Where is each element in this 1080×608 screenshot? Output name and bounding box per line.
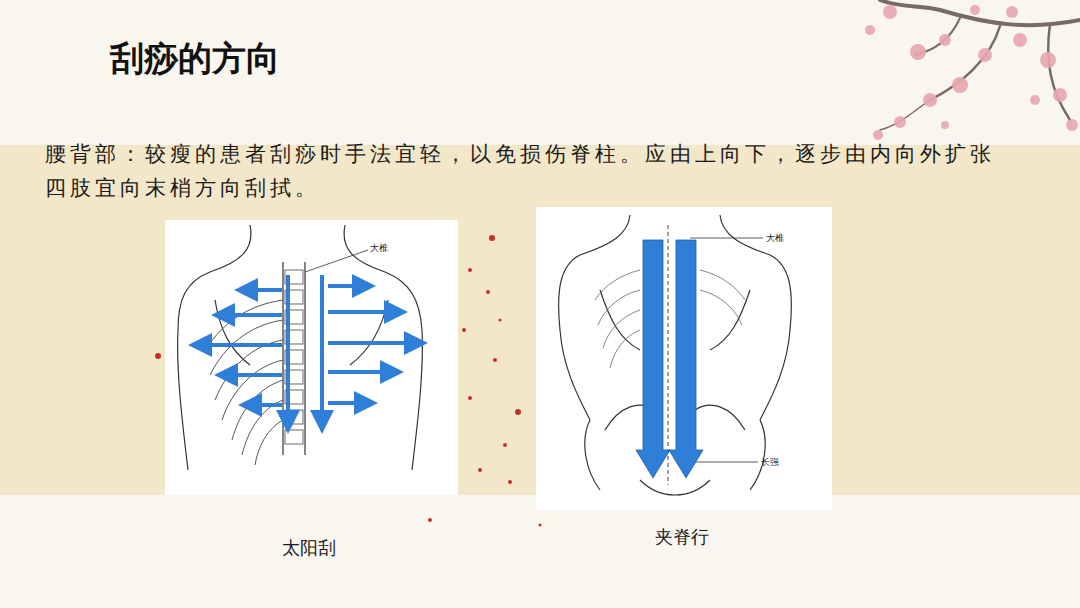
plum-blossom xyxy=(880,0,1080,130)
back-figure-right xyxy=(536,207,832,510)
point-label: 大椎 xyxy=(766,232,784,245)
body-text: 四肢宜向末梢方向刮拭。 xyxy=(45,174,320,202)
slide-title: 刮痧的方向 xyxy=(110,36,280,82)
back-figure-left xyxy=(165,220,458,495)
body-text: 腰背部：较瘦的患者刮痧时手法宜轻，以免损伤脊柱。应由上向下，逐步由内向外扩张 xyxy=(45,140,995,168)
figure-caption: 夹脊行 xyxy=(655,525,709,549)
blossom-petals xyxy=(865,5,1078,140)
point-label: 大椎 xyxy=(370,242,388,255)
figure-caption: 太阳刮 xyxy=(282,536,336,560)
point-label: 长强 xyxy=(761,456,779,469)
